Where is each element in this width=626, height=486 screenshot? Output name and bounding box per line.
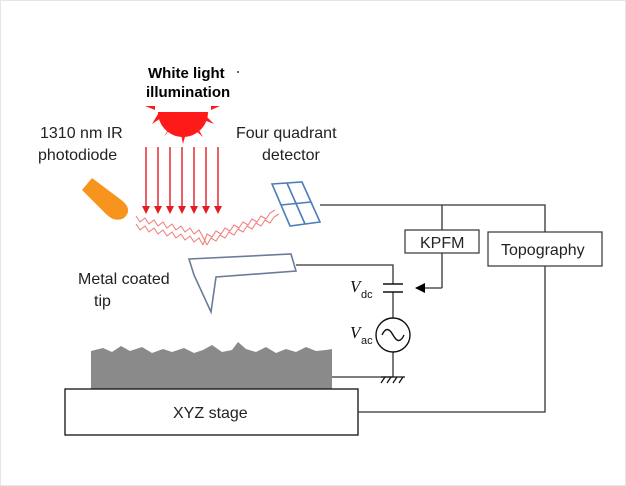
white-light-label: White light [148,65,225,82]
light-rays [142,147,222,214]
vac-label: V [350,323,363,342]
quadrant-detector-icon [270,181,322,227]
tip-label: Metal coated [78,271,170,288]
ir-photodiode-label: 1310 nm IR [40,125,123,142]
vdc-subscript: dc [361,289,373,301]
topography-box [487,231,603,267]
tip-label-line2: tip [94,293,111,310]
detector-label-line2: detector [262,147,320,164]
sun-icon [145,106,220,144]
kpfm-label: KPFM [420,235,464,252]
ac-source-icon [375,317,411,353]
capacitor-icon [383,283,403,293]
sample-surface [91,342,332,389]
laser-diode-icon [82,178,129,220]
vac-subscript: ac [361,335,373,347]
xyz-stage [64,388,359,436]
circuit-wires [296,204,546,413]
topography-label: Topography [501,242,585,259]
vdc-label: V [350,277,363,296]
ir-photodiode-label-line2: photodiode [38,147,117,164]
ground-icon [380,376,405,384]
detector-label: Four quadrant [236,125,337,142]
white-light-label-dot [237,71,239,73]
laser-beam [135,209,280,246]
white-light-label-line2: illumination [146,84,230,101]
xyz-stage-label: XYZ stage [173,405,248,422]
cantilever-tip [187,253,298,315]
